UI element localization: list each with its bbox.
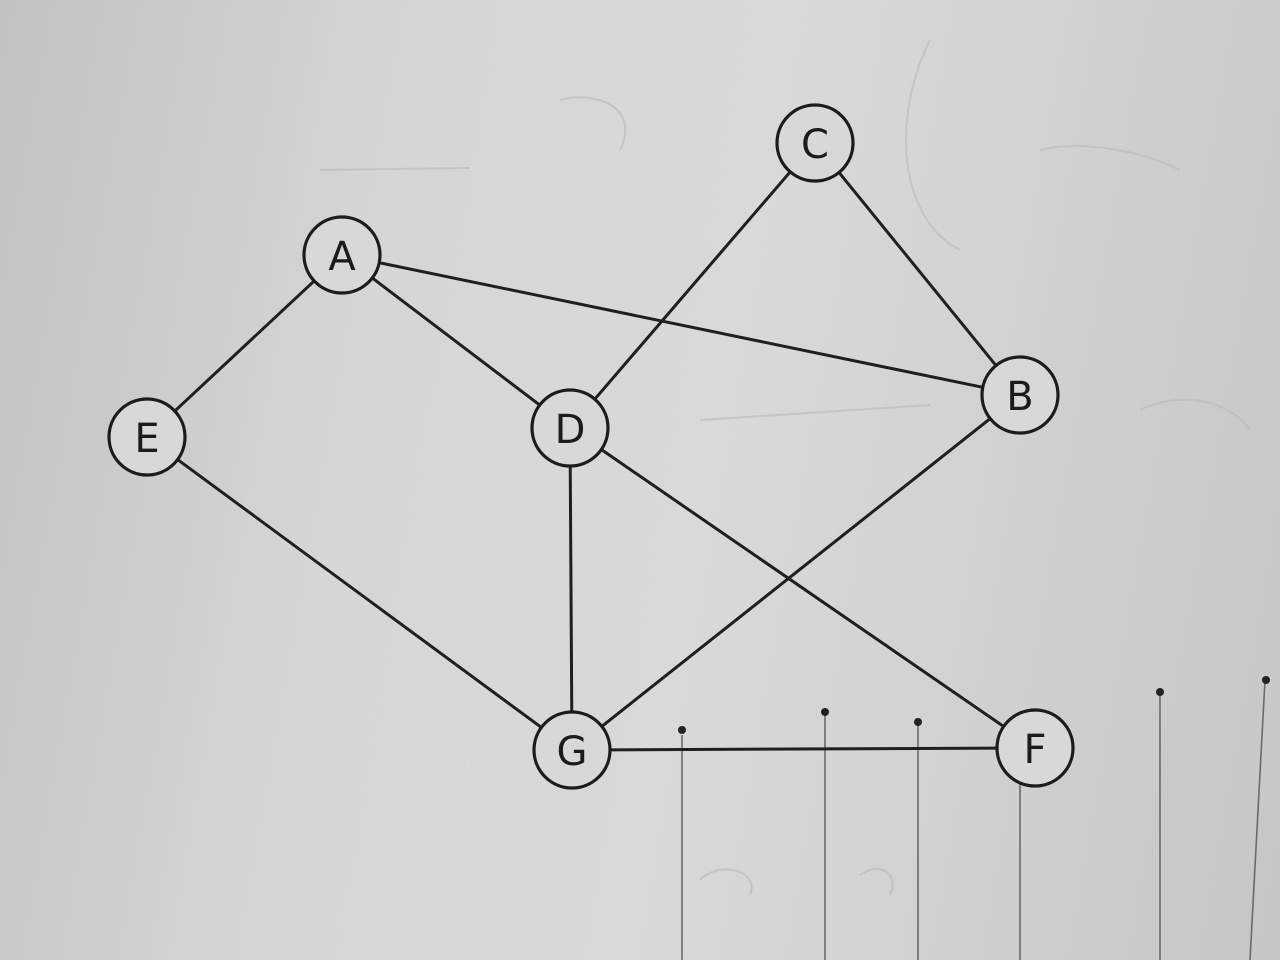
node-circle [995, 708, 1075, 788]
edge-c-b [837, 170, 998, 368]
edge-d-g [568, 464, 574, 714]
node-label: D [555, 407, 586, 453]
edge-a-d [370, 276, 542, 407]
node-e: E [107, 397, 187, 477]
node-label: F [1023, 727, 1046, 773]
node-label: A [328, 234, 356, 280]
node-a: A [302, 215, 382, 295]
edge-e-g [176, 458, 543, 729]
node-f: F [995, 708, 1075, 788]
node-label: E [134, 416, 159, 462]
node-circle [980, 355, 1060, 435]
node-label: B [1006, 374, 1033, 420]
node-circle [532, 710, 612, 790]
edge-g-f [608, 746, 999, 752]
node-g: G [532, 710, 612, 790]
edge-c-d [593, 170, 792, 401]
edge-b-g [600, 417, 992, 728]
bleed-through-marks [319, 39, 1251, 896]
node-c: C [775, 103, 855, 183]
node-label: G [557, 729, 588, 775]
edge-a-b [377, 261, 985, 389]
graph-edges [173, 170, 1006, 752]
node-circle [775, 103, 855, 183]
node-b: B [980, 355, 1060, 435]
node-circle [302, 215, 382, 295]
edge-e-a [173, 279, 316, 413]
bottom-ruled-lines [678, 676, 1270, 960]
node-circle [530, 388, 610, 468]
graph-nodes: A B C D E F G [107, 103, 1075, 790]
node-circle [107, 397, 187, 477]
node-d: D [530, 388, 610, 468]
edge-d-f [599, 448, 1006, 728]
node-label: C [801, 122, 829, 168]
